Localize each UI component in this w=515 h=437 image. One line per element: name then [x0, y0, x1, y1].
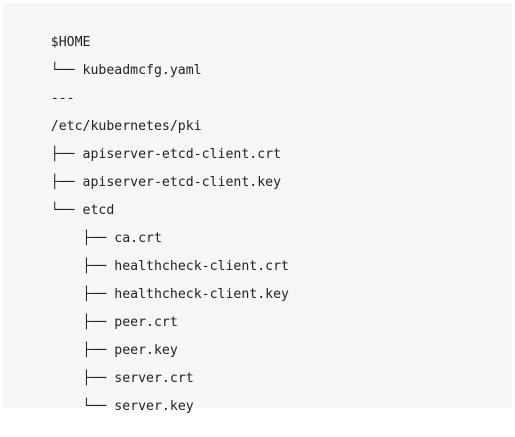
tree-line-text: server.key — [114, 399, 194, 414]
tree-line-home: $HOME — [19, 13, 91, 50]
tree-line-text: healthcheck-client.key — [114, 287, 289, 302]
tree-line-peer-key: ├── peer.key — [19, 321, 178, 358]
tree-line-text: apiserver-etcd-client.key — [82, 175, 282, 190]
tree-line-text: peer.key — [114, 343, 178, 358]
tree-line-apiserver-crt: ├── apiserver-etcd-client.crt — [19, 125, 281, 162]
tree-branch-glyph: ├── — [50, 147, 83, 162]
tree-line-text: kubeadmcfg.yaml — [82, 63, 202, 78]
tree-branch-glyph: ├── — [50, 287, 115, 302]
tree-line-text: $HOME — [50, 35, 91, 50]
code-block: $HOME └── kubeadmcfg.yaml --- /etc/kuber… — [3, 3, 512, 414]
tree-line-healthcheck-key: ├── healthcheck-client.key — [19, 265, 289, 302]
tree-line-peer-crt: ├── peer.crt — [19, 293, 178, 330]
tree-branch-glyph: ├── — [50, 175, 83, 190]
tree-line-server-crt: ├── server.crt — [19, 349, 194, 386]
tree-branch-glyph: ├── — [50, 315, 115, 330]
tree-branch-glyph: ├── — [50, 343, 115, 358]
tree-line-kubeadmcfg: └── kubeadmcfg.yaml — [19, 41, 202, 78]
tree-line-apiserver-key: ├── apiserver-etcd-client.key — [19, 153, 281, 190]
tree-line-healthcheck-crt: ├── healthcheck-client.crt — [19, 237, 289, 274]
tree-branch-glyph: ├── — [50, 231, 115, 246]
tree-branch-glyph: ├── — [50, 371, 115, 386]
tree-line-pki: /etc/kubernetes/pki — [19, 97, 202, 134]
tree-line-text: healthcheck-client.crt — [114, 259, 289, 274]
tree-line-text: etcd — [82, 203, 115, 218]
tree-line-ca-crt: ├── ca.crt — [19, 209, 162, 246]
tree-branch-glyph: └── — [50, 203, 83, 218]
tree-line-server-key: └── server.key — [19, 377, 194, 414]
tree-line-text: server.crt — [114, 371, 194, 386]
tree-line-etcd: └── etcd — [19, 181, 115, 218]
tree-branch-glyph: └── — [50, 399, 115, 414]
tree-line-text: peer.crt — [114, 315, 178, 330]
tree-branch-glyph: ├── — [50, 259, 115, 274]
tree-line-separator: --- — [19, 69, 75, 106]
tree-line-text: apiserver-etcd-client.crt — [82, 147, 282, 162]
tree-line-text: --- — [50, 91, 75, 106]
tree-branch-glyph: └── — [50, 63, 83, 78]
tree-line-text: /etc/kubernetes/pki — [50, 119, 202, 134]
tree-line-text: ca.crt — [114, 231, 162, 246]
